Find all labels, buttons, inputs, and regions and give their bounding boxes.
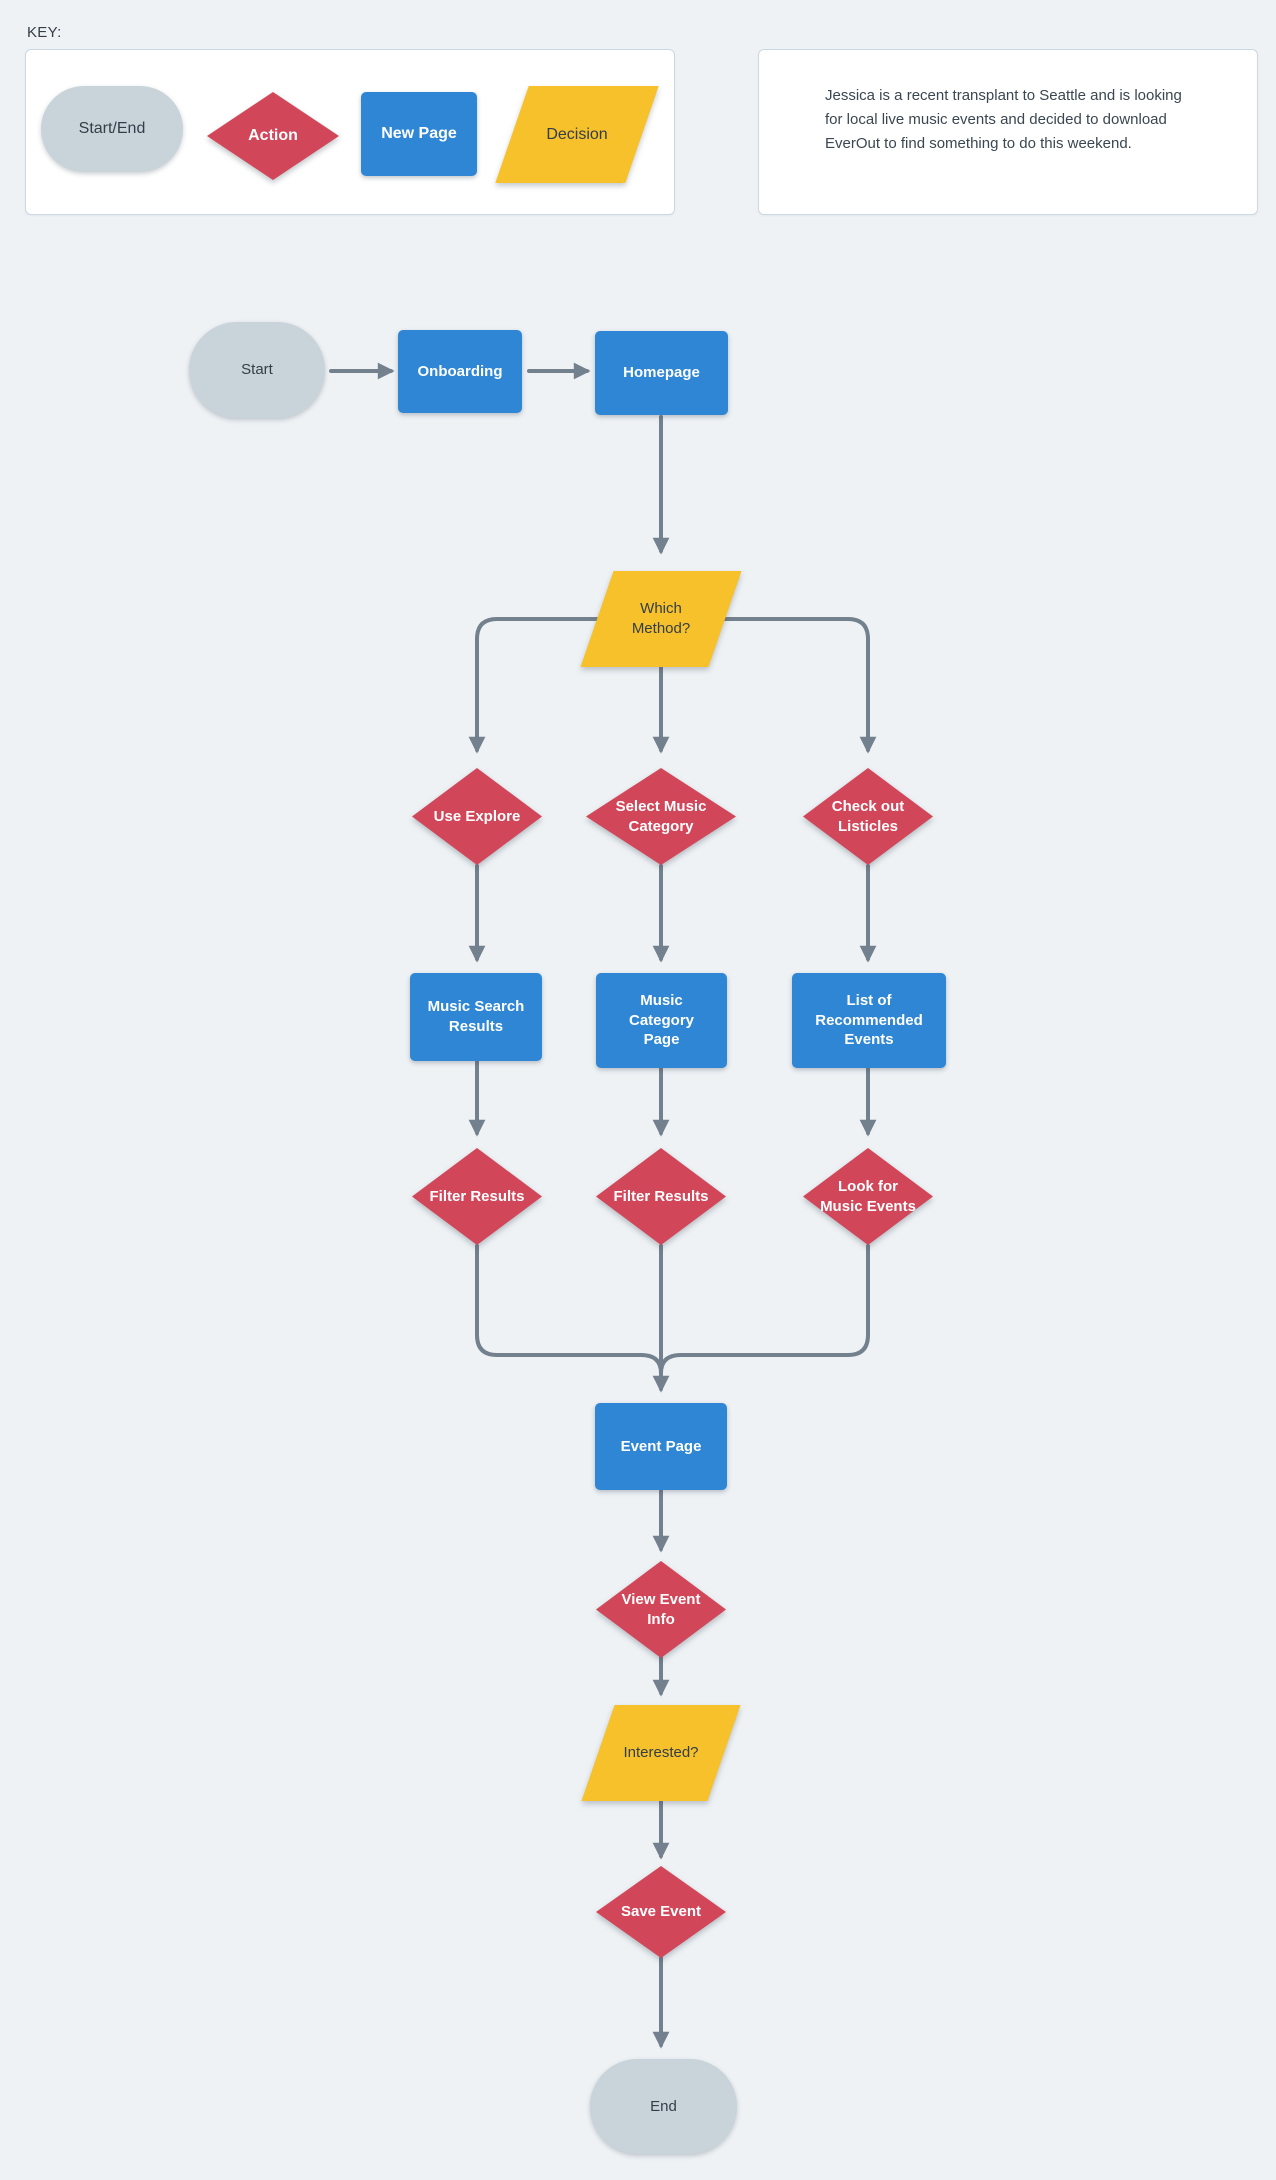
rect-shape	[595, 331, 728, 415]
rect-shape	[792, 973, 946, 1068]
node-label: Save Event	[620, 1903, 702, 1921]
node-music-search-results[interactable]: Music Search Results	[410, 973, 542, 1061]
node-list-of-recommended-events[interactable]: List of Recommended Events	[792, 973, 946, 1068]
node-label: Start	[241, 361, 273, 379]
node-label: Filter Results	[613, 1187, 709, 1205]
node-look-for-music-events[interactable]: Look for Music Events	[803, 1148, 933, 1245]
node-label: Onboarding	[417, 362, 503, 380]
node-event-page[interactable]: Event Page	[595, 1403, 727, 1490]
node-label: View Event Info	[621, 1590, 701, 1628]
node-which-method[interactable]: Which Method?	[580, 571, 742, 667]
node-label: Interested?	[623, 1744, 699, 1762]
node-check-out-listicles[interactable]: Check out Listicles	[803, 768, 933, 865]
key-item-decision[interactable]: Decision	[495, 86, 659, 183]
node-label: Look for Music Events	[820, 1177, 916, 1215]
node-label: Which Method?	[631, 600, 691, 637]
edge-filter-results-merge-left[interactable]	[475, 1244, 663, 1375]
key-item-label: New Page	[381, 125, 457, 143]
node-select-music-category[interactable]: Select Music Category	[586, 768, 736, 865]
pill-shape	[189, 322, 325, 418]
rect-shape	[361, 92, 477, 176]
key-item-action[interactable]: Action	[207, 92, 339, 180]
node-homepage[interactable]: Homepage	[595, 331, 728, 415]
node-use-explore[interactable]: Use Explore	[412, 768, 542, 865]
pill-shape	[590, 2059, 737, 2154]
node-onboarding[interactable]: Onboarding	[398, 330, 522, 413]
node-save-event[interactable]: Save Event	[596, 1866, 726, 1958]
node-label: Music Category Page	[628, 991, 695, 1049]
node-label: Select Music Category	[615, 797, 707, 835]
node-end[interactable]: End	[590, 2059, 737, 2154]
rect-shape	[410, 973, 542, 1061]
rect-shape	[595, 1403, 727, 1490]
scenario-text: Jessica is a recent transplant to Seattl…	[825, 87, 1182, 152]
node-label: Homepage	[623, 364, 700, 382]
node-label: List of Recommended Events	[815, 991, 923, 1049]
scenario-note[interactable]: Jessica is a recent transplant to Seattl…	[758, 49, 1258, 215]
node-view-event-info[interactable]: View Event Info	[596, 1561, 726, 1658]
node-filter-results-2[interactable]: Filter Results	[596, 1148, 726, 1245]
edge-which-method-check-out-listicles[interactable]	[716, 617, 877, 754]
node-label: Filter Results	[429, 1187, 525, 1205]
node-interested[interactable]: Interested?	[581, 1705, 741, 1801]
node-label: Use Explore	[433, 807, 521, 825]
key-panel[interactable]: Start/End Action New Page Decision	[25, 49, 675, 215]
key-item-new-page[interactable]: New Page	[361, 92, 477, 176]
pill-shape	[41, 86, 183, 172]
rect-shape	[398, 330, 522, 413]
key-item-label: Action	[248, 127, 298, 145]
key-heading: KEY:	[27, 24, 62, 41]
node-label: Check out Listicles	[831, 797, 905, 835]
node-music-category-page[interactable]: Music Category Page	[596, 973, 727, 1068]
node-label: Music Search Results	[427, 998, 525, 1035]
node-start[interactable]: Start	[189, 322, 325, 418]
rect-shape	[596, 973, 727, 1068]
key-item-start-end[interactable]: Start/End	[41, 86, 183, 172]
node-label: End	[650, 2097, 677, 2115]
node-filter-results-1[interactable]: Filter Results	[412, 1148, 542, 1245]
edge-look-for-music-events-merge-right[interactable]	[659, 1244, 870, 1375]
key-item-label: Decision	[546, 125, 608, 143]
node-label: Event Page	[620, 1437, 702, 1455]
key-item-label: Start/End	[78, 120, 146, 138]
edge-which-method-use-explore[interactable]	[468, 617, 607, 754]
